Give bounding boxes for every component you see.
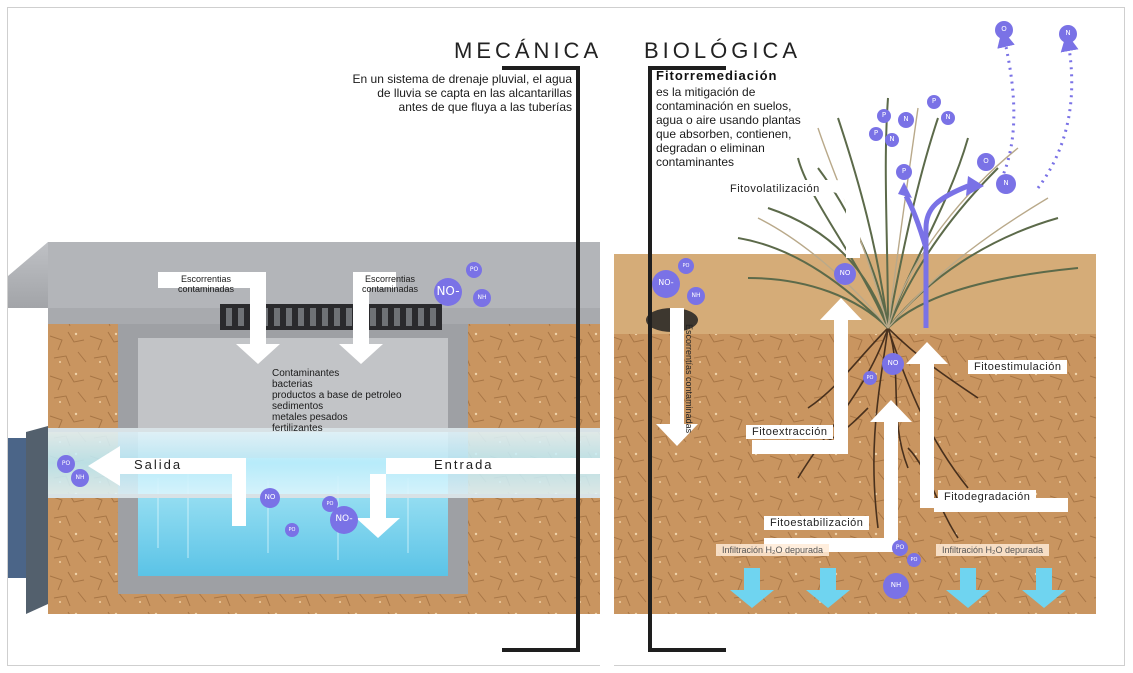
biological-heading: BIOLÓGICA [644,38,802,63]
contaminant-item: fertilizantes [272,423,323,434]
contaminants-list: Contaminantes bacterias productos a base… [272,368,402,434]
runoff-label-left: Escorrentias contaminadas [178,274,234,294]
mechanical-description-line: En un sistema de drenaje pluvial, el agu… [352,72,572,86]
chemical-bubbles [57,21,1077,599]
plant-uptake-arrows [903,183,969,328]
soil-top-surface [614,254,1096,334]
grass-dry-blades [757,107,1049,329]
runoff-label-line: contaminadas [362,284,419,294]
infiltration-label-left: Infiltración H₂O depurada [716,544,830,556]
infiltration-arrows [730,568,1066,608]
biological-description: es la mitigación de contaminación en sue… [656,85,801,169]
biological-description-line: agua o aire usando plantas [656,113,801,127]
label-phytoextraction: Fitoextracción [746,425,834,439]
contaminant-item: bacterias [272,379,313,390]
runoff-label-right: Escorrentias contaminadas [362,274,418,294]
contaminant-item: Contaminantes [272,368,340,379]
mechanical-heading: MECÁNICA [454,38,603,63]
biological-description-line: contaminantes [656,155,735,169]
contaminant-item: productos a base de petroleo [272,390,402,401]
exit-label: Salida [134,457,183,472]
biological-bracket [648,66,726,652]
contaminant-item: sedimentos [272,401,324,412]
mechanical-description: En un sistema de drenaje pluvial, el agu… [353,72,572,114]
biological-description-line: contaminación en suelos, [656,99,792,113]
infiltration-label-right: Infiltración H₂O depurada [936,544,1050,556]
po4-bubble [466,262,482,278]
nh4-bubble [473,289,491,307]
brackets [502,66,726,652]
runoff-vertical-line: Escorrentías [684,324,694,375]
label-phytostimulation: Fitoestimulación [968,360,1068,374]
concrete-slab [48,242,600,308]
biological-description-line: que absorben, contienen, [656,127,792,141]
mechanical-flow-arrows [88,272,608,538]
mechanical-description-line: de lluvia se capta en las alcantarillas [377,86,572,100]
mechanical-bracket [502,66,580,652]
runoff-vertical-line: contaminadas [684,377,694,434]
stormwater-illustration [8,8,1096,667]
biological-description-line: es la mitigación de [656,85,756,99]
mechanical-description-line: antes de que fluya a las tuberías [398,100,572,114]
runoff-label-vertical: Escorrentías contaminadas [670,324,694,433]
gas-release-arrows [996,29,1079,189]
runoff-label-line: Escorrentias [365,274,416,284]
runoff-label-line: contaminadas [178,284,235,294]
soil-right [614,334,1096,614]
phytoremediation-title: Fitorremediación [656,68,778,83]
biological-description-line: degradan o eliminan [656,141,765,155]
label-phytostabilization: Fitoestabilización [764,516,870,530]
label-phytovolatilization: Fitovolatilización [724,182,826,196]
entry-label: Entrada [434,457,494,472]
contaminant-item: metales pesados [272,412,348,423]
no3-bubble [434,278,462,306]
label-phytodegradation: Fitodegradación [938,490,1037,504]
left-side-wall [26,426,48,614]
runoff-label-line: Escorrentias [181,274,232,284]
